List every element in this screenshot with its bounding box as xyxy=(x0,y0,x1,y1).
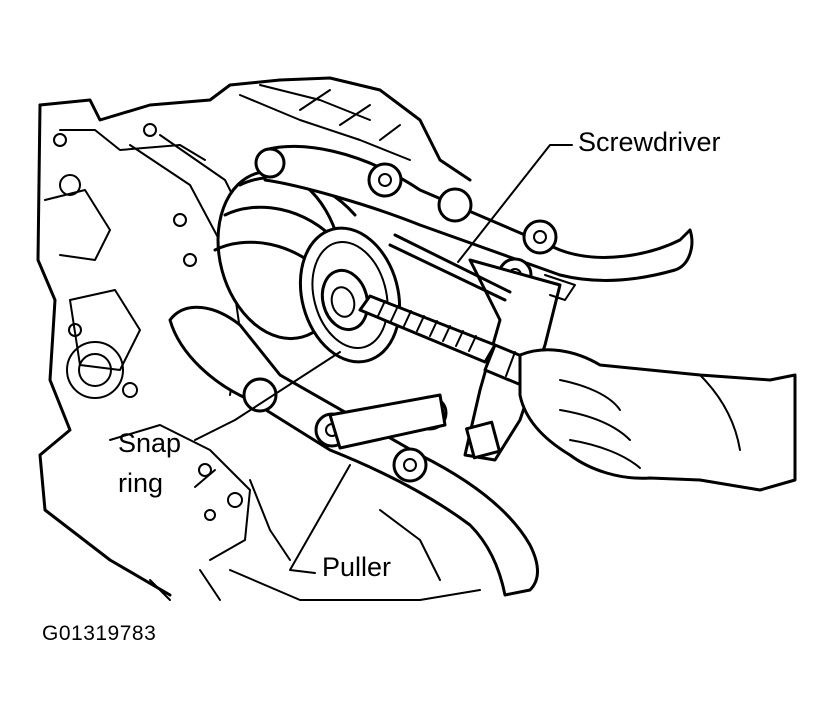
snap-ring-label-line2: ring xyxy=(118,468,164,498)
transmission-housing xyxy=(36,76,481,601)
figure-id: G01319783 xyxy=(42,622,157,645)
bearing-assembly xyxy=(213,169,402,364)
screwdriver-label: Screwdriver xyxy=(578,127,721,157)
snap-ring-label-line1: Snap xyxy=(118,428,182,458)
puller-lower-arm xyxy=(168,305,539,597)
screwdriver-tool xyxy=(388,233,512,302)
leader-lines xyxy=(194,144,573,574)
puller-label: Puller xyxy=(322,552,392,582)
hand xyxy=(518,348,797,492)
